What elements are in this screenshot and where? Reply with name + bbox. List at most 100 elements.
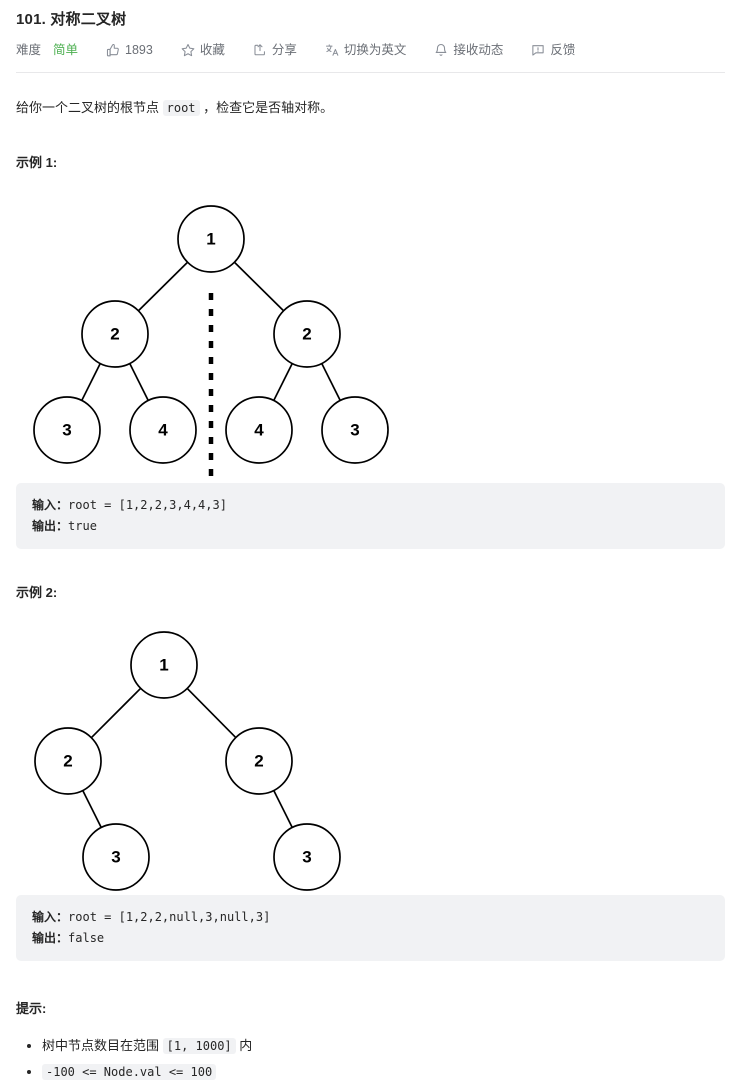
tree-node-circle — [34, 727, 102, 795]
hints-list: 树中节点数目在范围 [1, 1000] 内 -100 <= Node.val <=… — [16, 1033, 725, 1085]
tree-node-label: 3 — [350, 421, 359, 440]
subscribe-button[interactable]: 接收动态 — [434, 42, 503, 58]
difficulty-label: 难度 — [16, 43, 42, 57]
tree-node: 2 — [81, 300, 149, 368]
tree-node-label: 4 — [254, 421, 264, 440]
favorite-button[interactable]: 收藏 — [181, 42, 225, 58]
tree-node-circle — [129, 396, 197, 464]
favorite-label: 收藏 — [199, 43, 225, 57]
tree-node-label: 2 — [63, 752, 72, 771]
like-button[interactable]: 1893 — [106, 42, 153, 58]
tree-node: 3 — [82, 823, 150, 891]
share-label: 分享 — [271, 43, 297, 57]
tree-node: 3 — [33, 396, 101, 464]
feedback-button[interactable]: 反馈 — [531, 42, 575, 58]
tree-node: 1 — [177, 205, 245, 273]
hints-title: 提示: — [16, 1001, 47, 1016]
tree-node-circle — [225, 727, 293, 795]
example-2-tree-diagram: 1 2 2 3 3 — [16, 603, 725, 895]
example-2-input-value: root = [1,2,2,null,3,null,3] — [68, 910, 271, 924]
tree-node-circle — [33, 396, 101, 464]
tree-node-label: 1 — [159, 656, 168, 675]
example-1-tree-diagram: 1 2 2 3 4 4 3 — [16, 173, 725, 483]
translate-label: 切换为英文 — [343, 43, 407, 57]
tree-node-circle — [82, 823, 150, 891]
tree-node-label: 4 — [158, 421, 168, 440]
tree-node-label: 2 — [302, 325, 311, 344]
page-title: 101. 对称二叉树 — [16, 11, 127, 28]
tree-edge — [80, 363, 102, 401]
tree-node-circle — [225, 396, 293, 464]
tree-node: 3 — [273, 823, 341, 891]
hint-item: 树中节点数目在范围 [1, 1000] 内 — [42, 1033, 725, 1059]
hint-inline-code: [1, 1000] — [162, 1038, 236, 1054]
hint-text: 内 — [235, 1038, 253, 1053]
tree-node: 4 — [225, 396, 293, 464]
tree-node-circle — [81, 300, 149, 368]
bell-icon — [434, 43, 448, 57]
hint-item: -100 <= Node.val <= 100 — [42, 1059, 725, 1085]
example-1-code: 输入：root = [1,2,2,3,4,4,3] 输出：true — [16, 483, 725, 549]
spacer — [16, 961, 725, 999]
tree-node: 2 — [225, 727, 293, 795]
binary-tree-svg-2: 1 2 2 3 3 — [34, 631, 341, 891]
tree-node-label: 2 — [254, 752, 263, 771]
description-text-after: ，检查它是否轴对称。 — [199, 100, 334, 115]
subscribe-label: 接收动态 — [453, 43, 504, 57]
description-text-before: 给你一个二叉树的根节点 — [16, 100, 163, 115]
tree-edge — [81, 790, 103, 828]
hint-text: 树中节点数目在范围 — [42, 1038, 163, 1053]
tree-edge — [128, 363, 150, 401]
tree-edge — [137, 261, 189, 312]
tree-node-circle — [177, 205, 245, 273]
binary-tree-svg-1: 1 2 2 3 4 4 3 — [33, 205, 389, 483]
translate-icon — [325, 43, 339, 57]
header-divider — [16, 72, 725, 73]
tree-node-label: 3 — [302, 848, 311, 867]
difficulty-value: 简单 — [53, 43, 79, 57]
tree-node: 2 — [34, 727, 102, 795]
tree-edge — [186, 687, 237, 739]
example-1-output-label: 输出： — [32, 519, 69, 533]
tree-edge — [233, 261, 285, 312]
example-2-input-label: 输入： — [32, 910, 69, 924]
tree-node-circle — [273, 823, 341, 891]
problem-description: 给你一个二叉树的根节点 root ，检查它是否轴对称。 — [16, 97, 725, 119]
example-1-title: 示例 1: — [16, 155, 58, 170]
example-2-output-label: 输出： — [32, 931, 69, 945]
tree-edge — [272, 363, 294, 401]
tree-node-label: 1 — [206, 230, 215, 249]
tree-node: 1 — [130, 631, 198, 699]
tree-edge — [320, 363, 342, 401]
inline-code-root: root — [162, 100, 200, 116]
tree-node: 3 — [321, 396, 389, 464]
share-button[interactable]: 分享 — [253, 42, 297, 58]
hint-inline-code: -100 <= Node.val <= 100 — [42, 1064, 217, 1080]
tree-node: 4 — [129, 396, 197, 464]
tree-node-circle — [273, 300, 341, 368]
tree-node-circle — [321, 396, 389, 464]
example-2-output-value: false — [68, 931, 105, 945]
tree-node-label: 3 — [62, 421, 71, 440]
tree-node: 2 — [273, 300, 341, 368]
star-icon — [181, 43, 195, 57]
example-1-input-label: 输入： — [32, 498, 69, 512]
example-2-code: 输入：root = [1,2,2,null,3,null,3] 输出：false — [16, 895, 725, 961]
tree-node-circle — [130, 631, 198, 699]
tree-node-label: 3 — [111, 848, 120, 867]
example-1-output-value: true — [68, 519, 97, 533]
share-icon — [253, 43, 267, 57]
example-1: 示例 1: 1 2 2 3 4 4 3 输入：root = [1,2,2,3,4,4,3] … — [16, 153, 725, 549]
difficulty-indicator: 难度 简单 — [16, 42, 78, 58]
example-2-title: 示例 2: — [16, 585, 58, 600]
like-count: 1893 — [125, 43, 153, 57]
translate-button[interactable]: 切换为英文 — [325, 42, 407, 58]
feedback-icon — [531, 43, 545, 57]
example-2: 示例 2: 1 2 2 3 3 输入：root = [1,2,2,null,3,null… — [16, 583, 725, 961]
problem-meta-bar: 难度 简单 1893 收藏 — [16, 42, 725, 72]
tree-node-label: 2 — [110, 325, 119, 344]
tree-edge — [272, 790, 294, 828]
example-1-input-value: root = [1,2,2,3,4,4,3] — [68, 498, 227, 512]
tree-edge — [90, 687, 142, 739]
